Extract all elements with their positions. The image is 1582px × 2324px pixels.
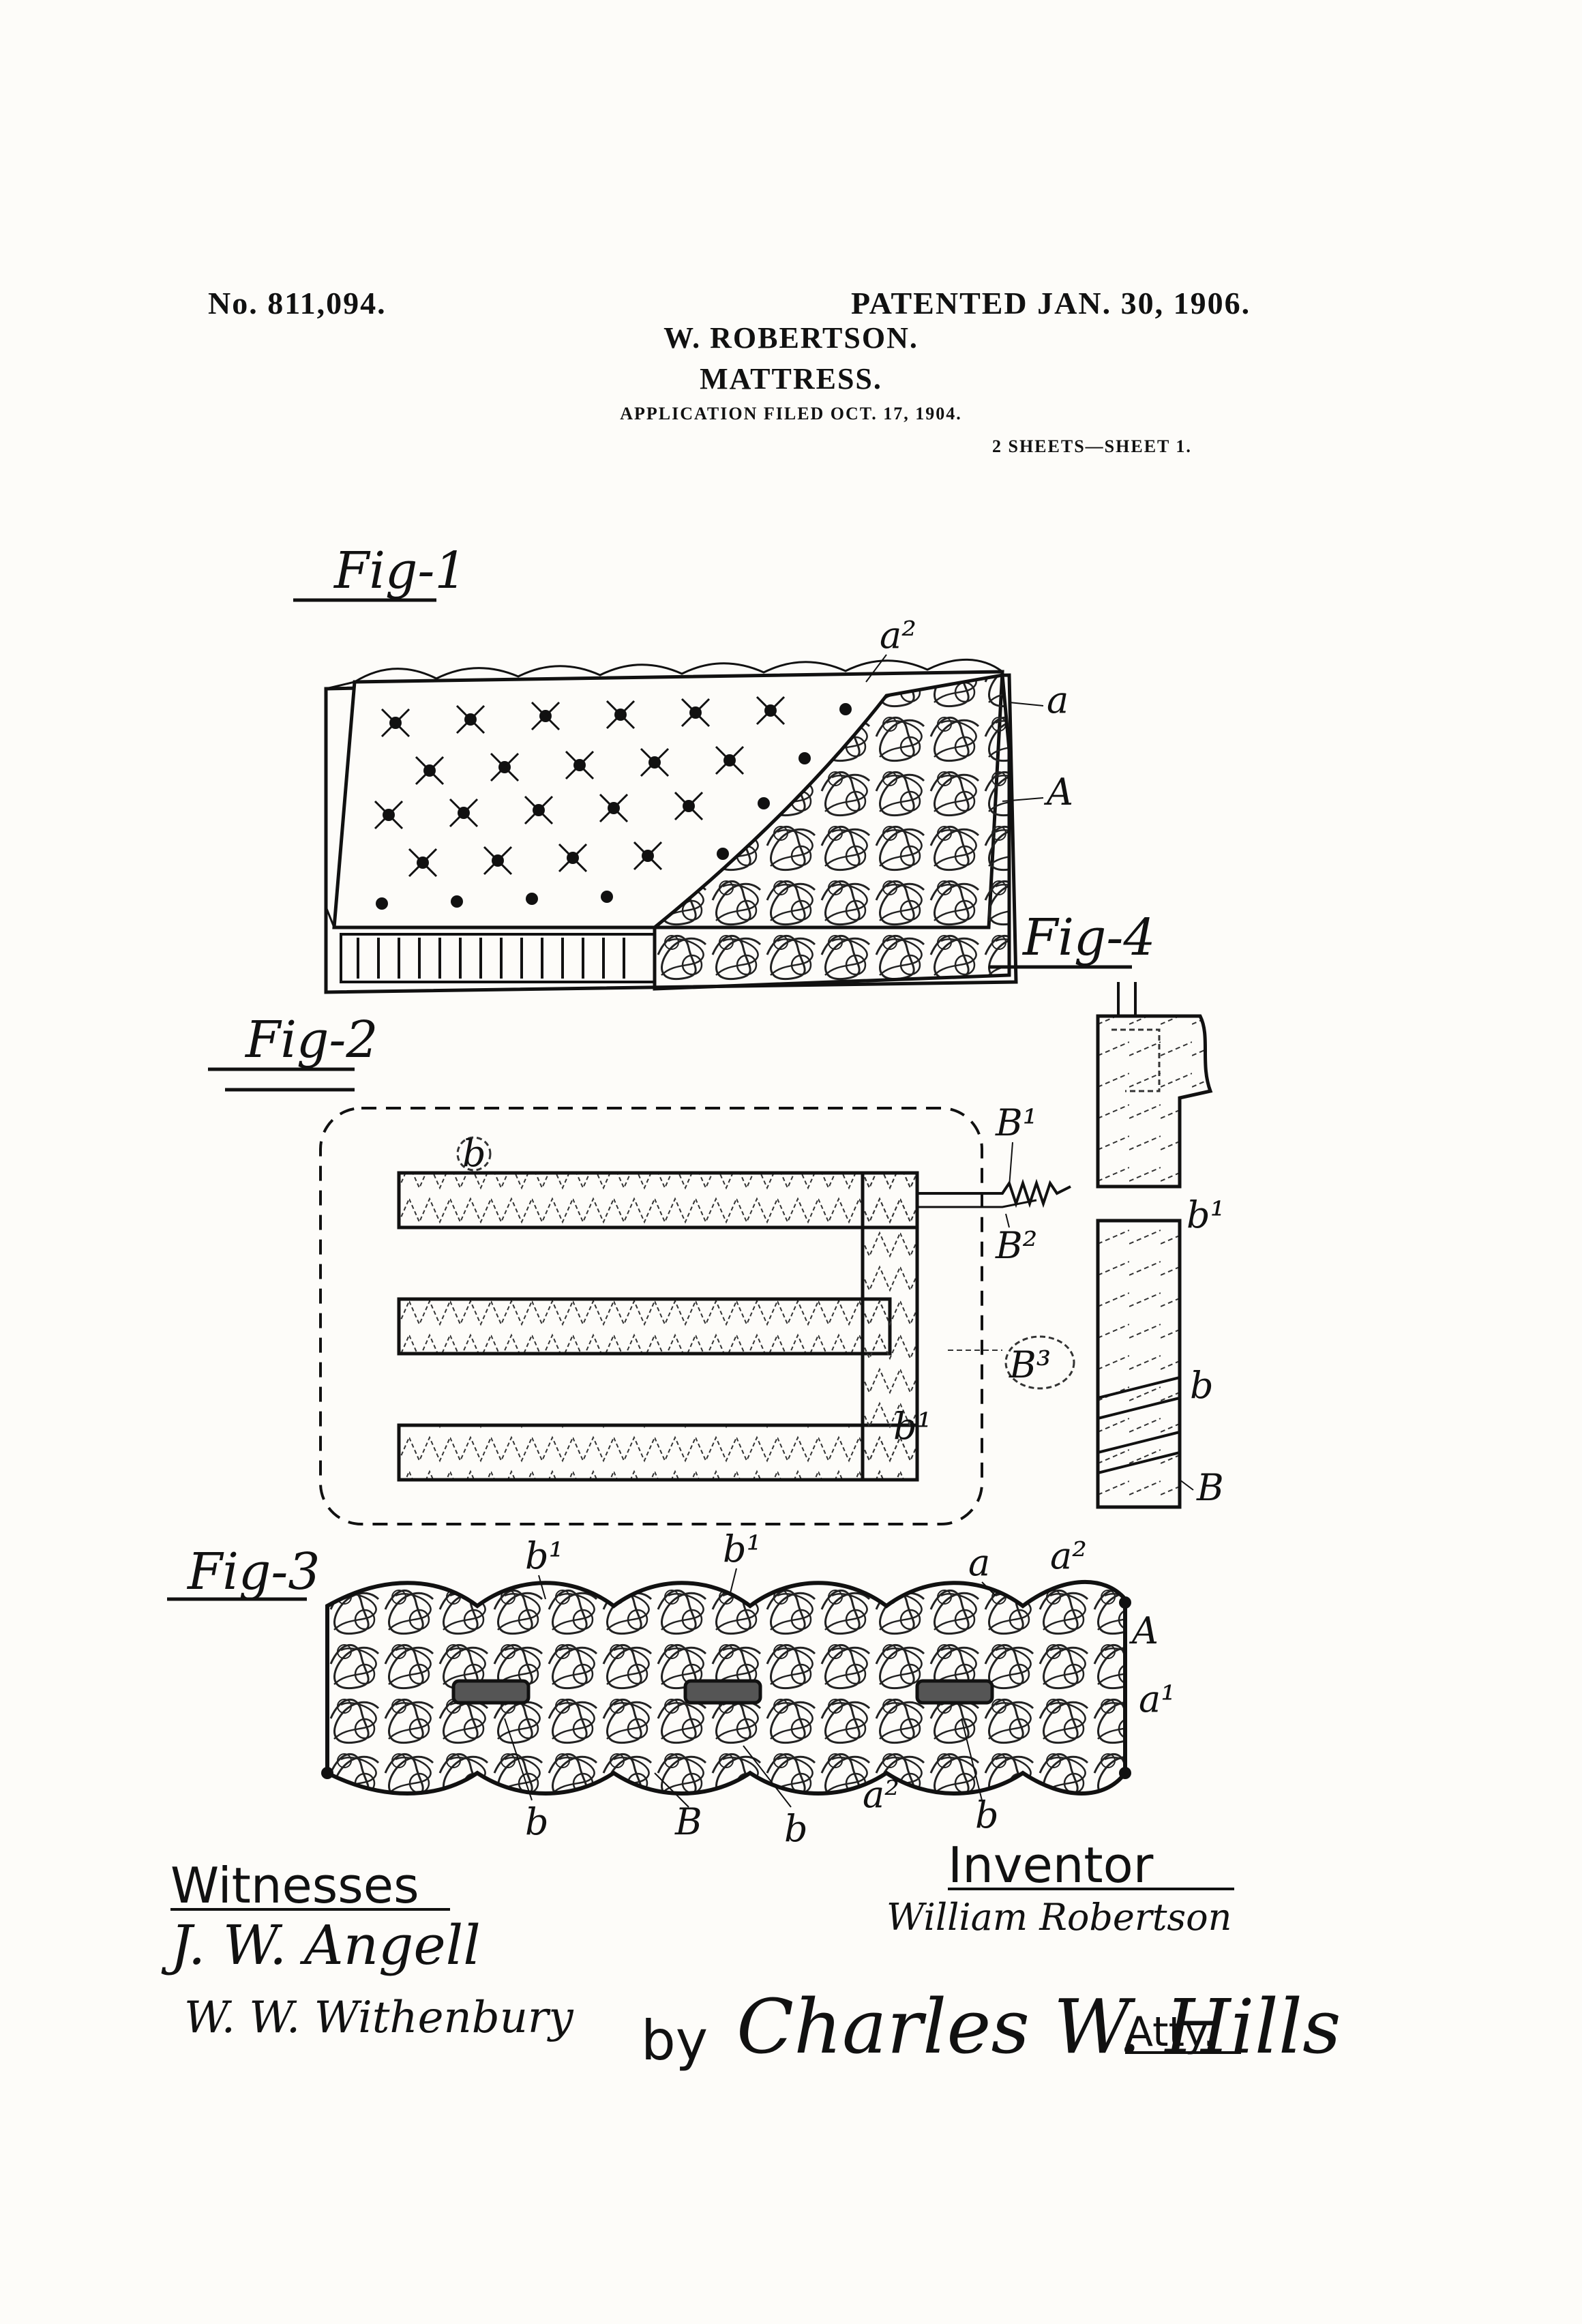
inventor-name: W. ROBERTSON.	[663, 321, 919, 355]
sheet-label: 2 SHEETS—SHEET 1.	[992, 436, 1192, 456]
label-B2-fig2: B²	[995, 1224, 1037, 1267]
inventor-signature: William Robertson	[886, 1896, 1232, 1939]
patent-number: No. 811,094.	[208, 286, 387, 321]
label-b-fig3c: b	[975, 1793, 999, 1836]
label-b-fig2: b	[462, 1132, 486, 1175]
attorney-signature: Charles W. Hills	[736, 1983, 1341, 2070]
label-a1-fig3: a¹	[1139, 1678, 1176, 1720]
fig-1-label: Fig-1	[333, 541, 466, 600]
label-a2-fig3: a²	[1050, 1534, 1087, 1577]
label-a2-fig1: a²	[880, 614, 916, 657]
label-a-fig3: a	[968, 1541, 990, 1584]
figure-1: Fig-1	[293, 541, 1073, 994]
label-a-fig1: a	[1047, 679, 1069, 721]
invention-title: MATTRESS.	[700, 362, 882, 396]
figure-3: Fig-3 b¹ b¹ a a² A a¹ b B b a² b	[167, 1528, 1176, 1850]
atty-label: Atty.	[1125, 2008, 1216, 2056]
label-a2-fig3b: a²	[863, 1773, 899, 1816]
label-b-fig3a: b	[525, 1800, 549, 1843]
label-A-fig1: A	[1043, 771, 1073, 814]
label-b1-fig2: b¹	[893, 1405, 931, 1448]
figure-4: Fig-4 b¹ b B	[989, 908, 1225, 1509]
label-b1-fig3a: b¹	[525, 1534, 563, 1577]
label-B1-fig2: B¹	[995, 1101, 1037, 1144]
witness-1-signature: J. W. Angell	[161, 1913, 481, 1977]
signature-block: Witnesses J. W. Angell W. W. Withenbury …	[161, 1836, 1341, 2072]
fig-2-label: Fig-2	[244, 1011, 378, 1069]
fig-4-label: Fig-4	[1021, 908, 1155, 967]
figure-2: Fig-2 b B¹ B² B³ b¹	[208, 1011, 1075, 1525]
fig-3-label: Fig-3	[186, 1543, 320, 1601]
by-label: by	[641, 2009, 708, 2072]
label-b-fig3b: b	[784, 1807, 808, 1850]
label-B-fig4: B	[1196, 1466, 1224, 1509]
label-b1-fig3b: b¹	[723, 1528, 761, 1570]
witness-2-signature: W. W. Withenbury	[184, 1993, 574, 2043]
patent-date: PATENTED JAN. 30, 1906.	[851, 286, 1251, 321]
label-A-fig3: A	[1129, 1609, 1159, 1652]
label-b-fig4: b	[1190, 1364, 1214, 1407]
inventor-heading: Inventor	[948, 1836, 1154, 1894]
label-b1-fig4: b¹	[1186, 1193, 1225, 1236]
witnesses-heading: Witnesses	[170, 1857, 419, 1914]
label-B3-fig2: B³	[1009, 1343, 1051, 1386]
application-filed: APPLICATION FILED OCT. 17, 1904.	[620, 404, 962, 423]
